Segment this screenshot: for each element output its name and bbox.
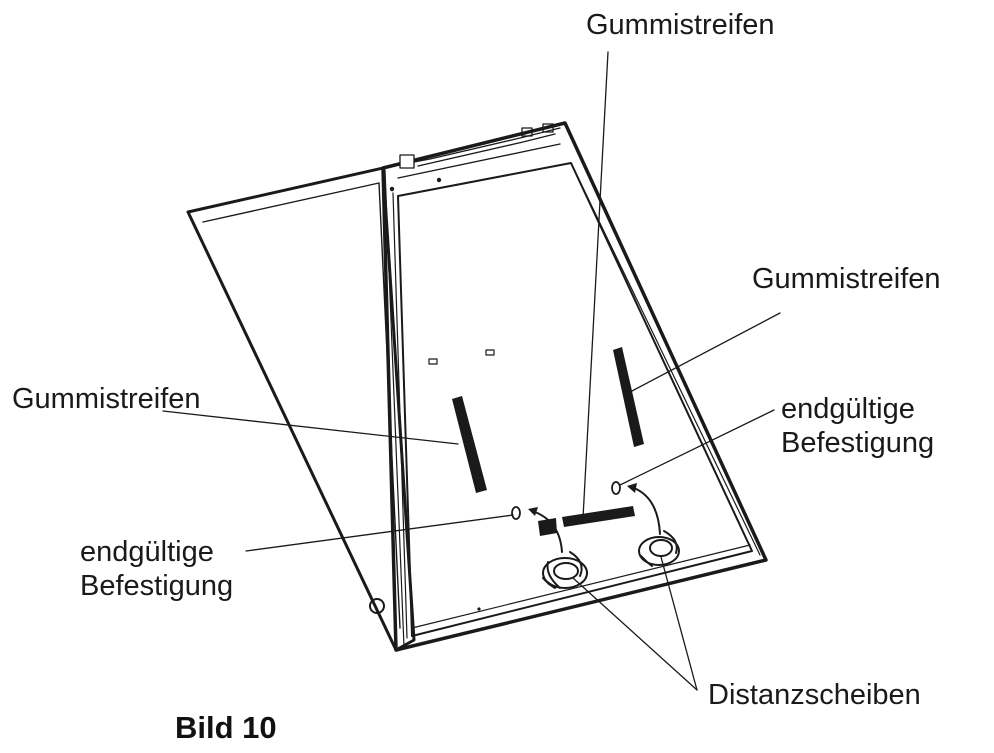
label-final-fixing-right: endgültige Befestigung xyxy=(781,392,934,460)
arrow-right xyxy=(633,487,661,535)
top-bracket xyxy=(397,123,561,179)
rubber-strip-right xyxy=(613,347,644,447)
leader-right-strip xyxy=(629,312,781,393)
arrow-left xyxy=(534,511,563,553)
label-rubber-strip-top: Gummistreifen xyxy=(586,9,775,41)
leader-fix-right xyxy=(619,409,775,486)
mounting-slots xyxy=(428,349,495,365)
leader-left-strip xyxy=(162,410,459,445)
rivets xyxy=(389,177,481,611)
main-panel-frame xyxy=(381,121,768,652)
spacer-disc-left xyxy=(542,551,588,589)
label-spacer-discs: Distanzscheiben xyxy=(708,679,921,711)
fixing-hole-left xyxy=(511,506,521,520)
leader-spacer-left xyxy=(572,577,698,691)
leader-spacer-right xyxy=(660,556,698,691)
rubber-strip-bottom-small xyxy=(538,518,557,536)
label-rubber-strip-right: Gummistreifen xyxy=(752,263,941,295)
figure-caption: Bild 10 xyxy=(175,710,277,745)
fixing-holes xyxy=(511,481,621,520)
rubber-strips xyxy=(452,347,644,536)
label-final-fixing-left: endgültige Befestigung xyxy=(80,535,233,603)
label-final-fixing-left-line2: Befestigung xyxy=(80,570,234,602)
spacer-disc-right xyxy=(638,530,680,567)
rubber-strip-bottom xyxy=(562,506,635,527)
rubber-strip-left xyxy=(452,396,487,493)
leader-fix-left xyxy=(245,514,514,552)
leader-top xyxy=(582,51,609,519)
leader-lines xyxy=(162,51,781,691)
label-rubber-strip-left: Gummistreifen xyxy=(12,383,201,415)
label-final-fixing-right-line2: Befestigung xyxy=(781,427,935,459)
label-final-fixing-left-line1: endgültige xyxy=(80,536,214,568)
label-final-fixing-right-line1: endgültige xyxy=(781,393,915,425)
curved-arrows xyxy=(528,483,661,553)
fixing-hole-right xyxy=(611,481,621,495)
